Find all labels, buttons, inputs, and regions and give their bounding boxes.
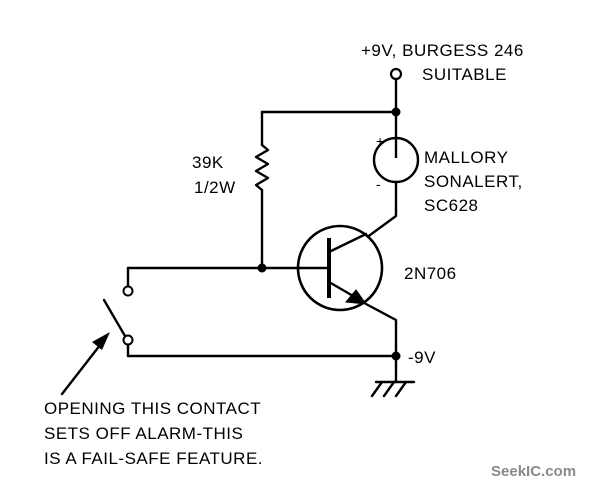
buzzer-label-2: SONALERT,: [424, 172, 523, 191]
supply-terminal: [389, 67, 403, 81]
resistor-value: 39K: [192, 153, 224, 172]
resistor-zigzag: [254, 143, 270, 192]
buzzer-plus: +: [376, 133, 384, 149]
supply-label-2: SUITABLE: [422, 65, 507, 84]
resistor-rating: 1/2W: [194, 178, 236, 197]
supply-label: +9V, BURGESS 246: [361, 41, 524, 60]
ground-symbol: [370, 380, 416, 398]
note-pointer-arrowhead: [92, 332, 110, 350]
switch-contact-top: [122, 285, 134, 297]
transistor-label: 2N706: [404, 264, 457, 283]
buzzer-minus: -: [376, 176, 381, 192]
buzzer-label-3: SC628: [424, 196, 478, 215]
note-line-1: OPENING THIS CONTACT: [44, 399, 261, 418]
emitter-arrow: [345, 289, 368, 305]
note-pointer-line: [60, 338, 106, 396]
wire-buzzer-to-collector: [364, 180, 398, 240]
note-line-3: IS A FAIL-SAFE FEATURE.: [44, 449, 263, 468]
negative-label: -9V: [408, 348, 436, 367]
watermark: SeekIC.com: [491, 463, 576, 480]
note-line-2: SETS OFF ALARM-THIS: [44, 424, 243, 443]
buzzer-label-1: MALLORY: [424, 148, 508, 167]
transistor-symbol: [296, 224, 384, 312]
wire-emitter-to-negative: [364, 302, 398, 358]
switch-blade: [102, 298, 127, 338]
